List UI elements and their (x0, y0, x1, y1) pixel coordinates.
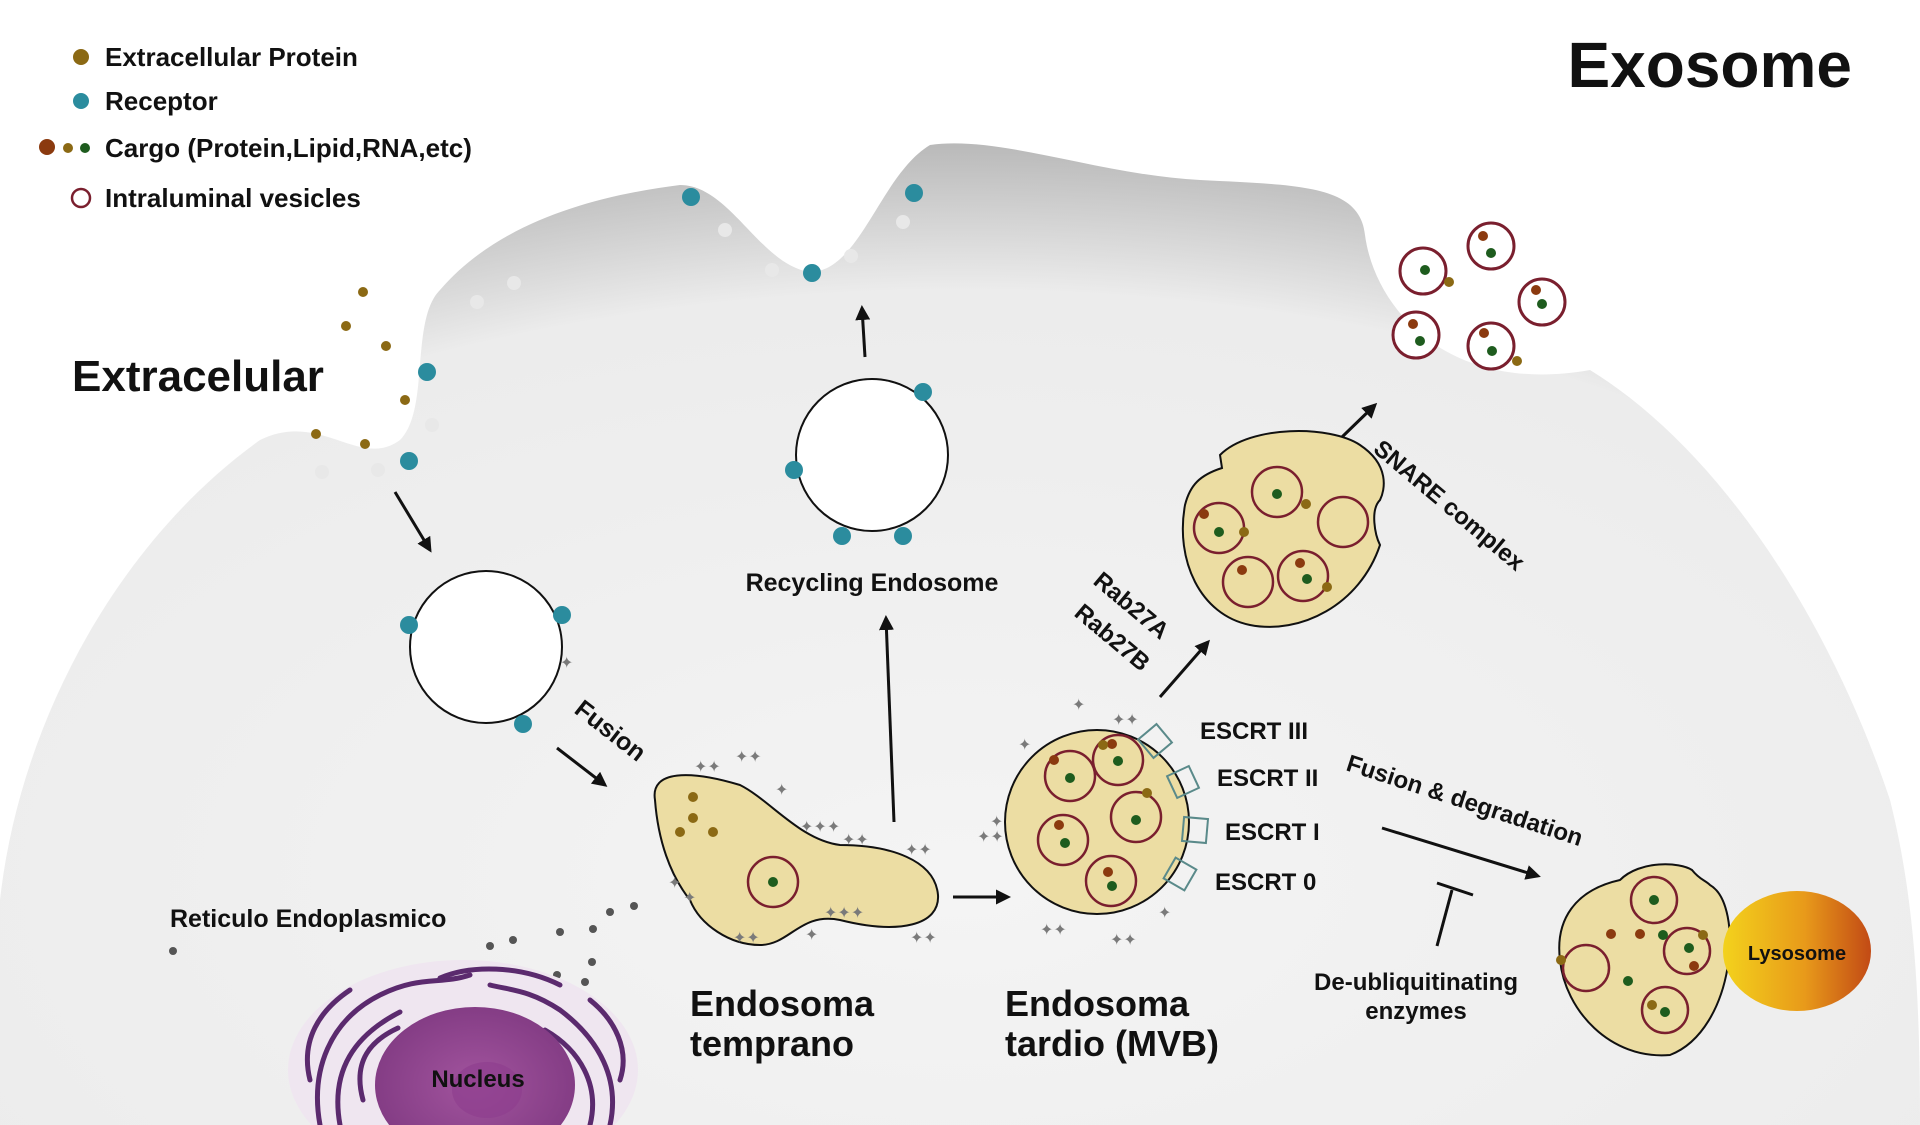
legend-item-ilv: Intraluminal vesicles (70, 183, 361, 213)
svg-text:✦: ✦ (1018, 735, 1031, 754)
svg-text:✦✦: ✦✦ (910, 928, 937, 947)
diagram-title: Exosome (1567, 29, 1852, 101)
svg-text:✦✦: ✦✦ (694, 757, 721, 776)
nucleus-er-complex: Nucleus (288, 960, 638, 1125)
svg-text:✦✦: ✦✦ (733, 928, 760, 947)
arrow-recycling-out (855, 305, 871, 358)
legend-item-receptor: Receptor (73, 86, 218, 116)
ubiquitin-marks-early: ✦✦✦✦✦ ✦✦✦✦✦✦✦ ✦✦✦✦ ✦✦✦✦✦✦ ✦ (560, 653, 937, 947)
svg-text:✦✦: ✦✦ (842, 830, 869, 849)
late-endosome-mvb (1004, 729, 1190, 915)
escrt1-label: ESCRT I (1225, 819, 1320, 846)
legend-item-cargo: Cargo (Protein,Lipid,RNA,etc) (39, 133, 472, 163)
ubiquitin-marks-late: ✦✦✦✦ ✦✦✦✦✦ ✦✦✦ (977, 695, 1171, 949)
receptor-dot (73, 93, 89, 109)
ilv-ring (70, 187, 92, 209)
secretory-mvb (1181, 430, 1385, 628)
legend: Extracellular Protein Receptor Cargo (Pr… (39, 42, 472, 213)
legend-item-extracellular-protein: Extracellular Protein (73, 42, 358, 72)
early-endosome-label-line1: Endosoma (690, 983, 875, 1024)
inhibition-symbol (1435, 881, 1474, 947)
deubiquitinating-label-line2: enzymes (1365, 998, 1466, 1025)
legend-label: Intraluminal vesicles (105, 183, 361, 213)
nucleus-label: Nucleus (431, 1066, 524, 1093)
er-label: Reticulo Endoplasmico (170, 905, 446, 933)
escrt0-label: ESCRT 0 (1215, 869, 1316, 896)
svg-text:✦✦✦: ✦✦✦ (800, 817, 840, 836)
arrow-to-lysosome (1381, 826, 1541, 880)
svg-text:✦: ✦ (775, 780, 788, 799)
svg-text:✦: ✦ (668, 873, 681, 892)
arrow-to-recycling (878, 615, 896, 823)
escrt-complexes (1136, 722, 1210, 892)
arrow-to-release (1340, 402, 1378, 439)
degradative-mvb (1556, 863, 1731, 1057)
svg-text:✦✦: ✦✦ (735, 747, 762, 766)
svg-text:✦: ✦ (990, 812, 1003, 831)
svg-text:✦: ✦ (805, 925, 818, 944)
lysosome: Lysosome (1723, 891, 1871, 1011)
svg-text:✦✦: ✦✦ (1112, 710, 1139, 729)
arrow-fusion (556, 746, 608, 787)
late-endosome-label-line2: tardio (MVB) (1005, 1023, 1219, 1064)
escrt3-label: ESCRT III (1200, 718, 1308, 745)
legend-label: Extracellular Protein (105, 42, 358, 72)
early-endosome (653, 774, 940, 947)
escrt2-label: ESCRT II (1217, 765, 1318, 792)
svg-text:✦: ✦ (1072, 695, 1085, 714)
membrane-dots (315, 184, 923, 479)
recycling-endosome (785, 378, 949, 545)
released-exosomes (1391, 221, 1567, 371)
deubiquitinating-label-line1: De-ubliquitinating (1314, 969, 1518, 996)
late-endosome-label-line1: Endosoma (1005, 983, 1190, 1024)
er-ribosome-dots (169, 902, 638, 986)
arrow-to-vesicle (393, 491, 432, 553)
extracellular-proteins (311, 287, 410, 449)
legend-label: Receptor (105, 86, 218, 116)
cell-membrane (0, 143, 1920, 1125)
svg-text:✦: ✦ (1158, 903, 1171, 922)
svg-text:✦✦: ✦✦ (1040, 920, 1067, 939)
svg-text:✦✦: ✦✦ (1110, 930, 1137, 949)
svg-text:✦✦: ✦✦ (905, 840, 932, 859)
lysosome-label: Lysosome (1748, 943, 1846, 965)
svg-text:✦✦: ✦✦ (977, 827, 1004, 846)
cargo-dots (39, 139, 90, 155)
extracellular-protein-dot (73, 49, 89, 65)
svg-text:✦: ✦ (560, 653, 573, 672)
early-endosome-label-line2: temprano (690, 1023, 854, 1064)
arrow-to-secretory-mvb (1158, 639, 1210, 698)
svg-text:✦✦✦: ✦✦✦ (824, 903, 864, 922)
region-label-extracellular: Extracelular (72, 352, 324, 401)
legend-label: Cargo (Protein,Lipid,RNA,etc) (105, 133, 472, 163)
recycling-endosome-label: Recycling Endosome (746, 569, 999, 597)
svg-text:✦: ✦ (683, 888, 696, 907)
endocytic-vesicle (400, 570, 571, 733)
